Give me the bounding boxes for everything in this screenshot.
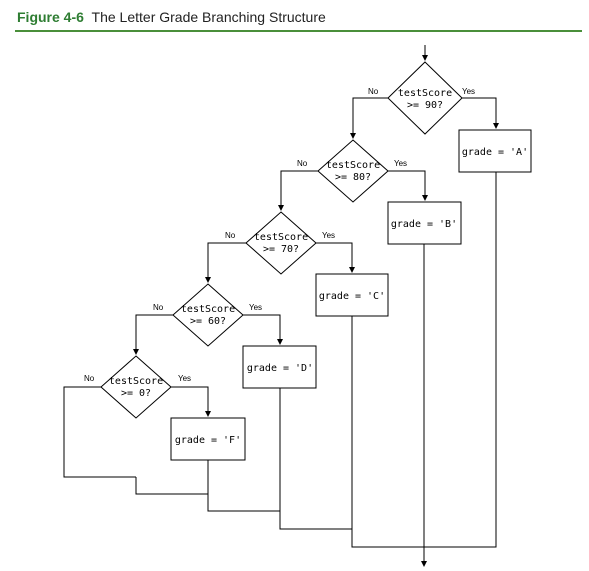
decision-line1: testScore <box>326 160 380 171</box>
action-box <box>387 201 462 245</box>
action-box <box>458 129 532 173</box>
action-grade-f: grade = 'F' <box>170 417 246 461</box>
action-grade-b: grade = 'B' <box>387 201 462 245</box>
action-text: grade = 'F' <box>175 435 241 446</box>
yes-label: Yes <box>249 303 262 312</box>
no-label: No <box>368 87 379 96</box>
no-connector <box>205 242 246 283</box>
action-box <box>170 417 246 461</box>
decision-diamond <box>100 355 172 419</box>
merge-connector <box>135 477 208 495</box>
action-grade-c: grade = 'C' <box>315 273 389 317</box>
decision-diamond <box>387 61 463 135</box>
no-connector <box>278 170 318 211</box>
yes-connector <box>171 386 211 417</box>
decision-80: testScore >= 80? <box>317 139 389 203</box>
decision-line2: >= 70? <box>263 244 299 255</box>
no-connector <box>133 314 173 355</box>
yes-label: Yes <box>178 374 191 383</box>
decision-90: testScore >= 90? <box>387 61 463 135</box>
no-label: No <box>153 303 164 312</box>
no-label: No <box>84 374 95 383</box>
decision-70: testScore >= 70? <box>245 211 317 275</box>
decision-diamond <box>317 139 389 203</box>
merge-connector <box>207 494 280 512</box>
decision-line1: testScore <box>109 376 163 387</box>
action-grade-d: grade = 'D' <box>242 345 317 389</box>
no-label: No <box>225 231 236 240</box>
yes-label: Yes <box>322 231 335 240</box>
decision-0: testScore >= 0? <box>100 355 172 419</box>
figure-title: The Letter Grade Branching Structure <box>91 9 326 25</box>
figure-caption: Figure 4-6 The Letter Grade Branching St… <box>17 9 326 29</box>
merge-connector <box>279 511 352 530</box>
yes-connector <box>316 242 355 273</box>
action-text: grade = 'B' <box>391 219 457 230</box>
decision-line2: >= 90? <box>407 100 443 111</box>
yes-connector <box>388 170 428 201</box>
no-connector <box>350 97 388 139</box>
yes-connector <box>243 314 283 345</box>
merge-connector <box>351 529 424 548</box>
yes-label: Yes <box>394 159 407 168</box>
action-text: grade = 'A' <box>462 147 528 158</box>
action-grade-a: grade = 'A' <box>458 129 532 173</box>
decision-line1: testScore <box>181 304 235 315</box>
decision-line1: testScore <box>254 232 308 243</box>
decision-line2: >= 80? <box>335 172 371 183</box>
merge-connector <box>424 172 497 548</box>
caption-rule <box>15 30 582 32</box>
no-connector <box>63 386 136 478</box>
decision-line2: >= 0? <box>121 388 151 399</box>
no-label: No <box>297 159 308 168</box>
yes-label: Yes <box>462 87 475 96</box>
decision-diamond <box>172 283 244 347</box>
figure-number: Figure 4-6 <box>17 9 84 25</box>
decision-60: testScore >= 60? <box>172 283 244 347</box>
action-text: grade = 'C' <box>319 291 385 302</box>
yes-connector <box>462 97 499 129</box>
decision-line1: testScore <box>398 88 452 99</box>
decision-diamond <box>245 211 317 275</box>
action-text: grade = 'D' <box>247 363 313 374</box>
decision-line2: >= 60? <box>190 316 226 327</box>
